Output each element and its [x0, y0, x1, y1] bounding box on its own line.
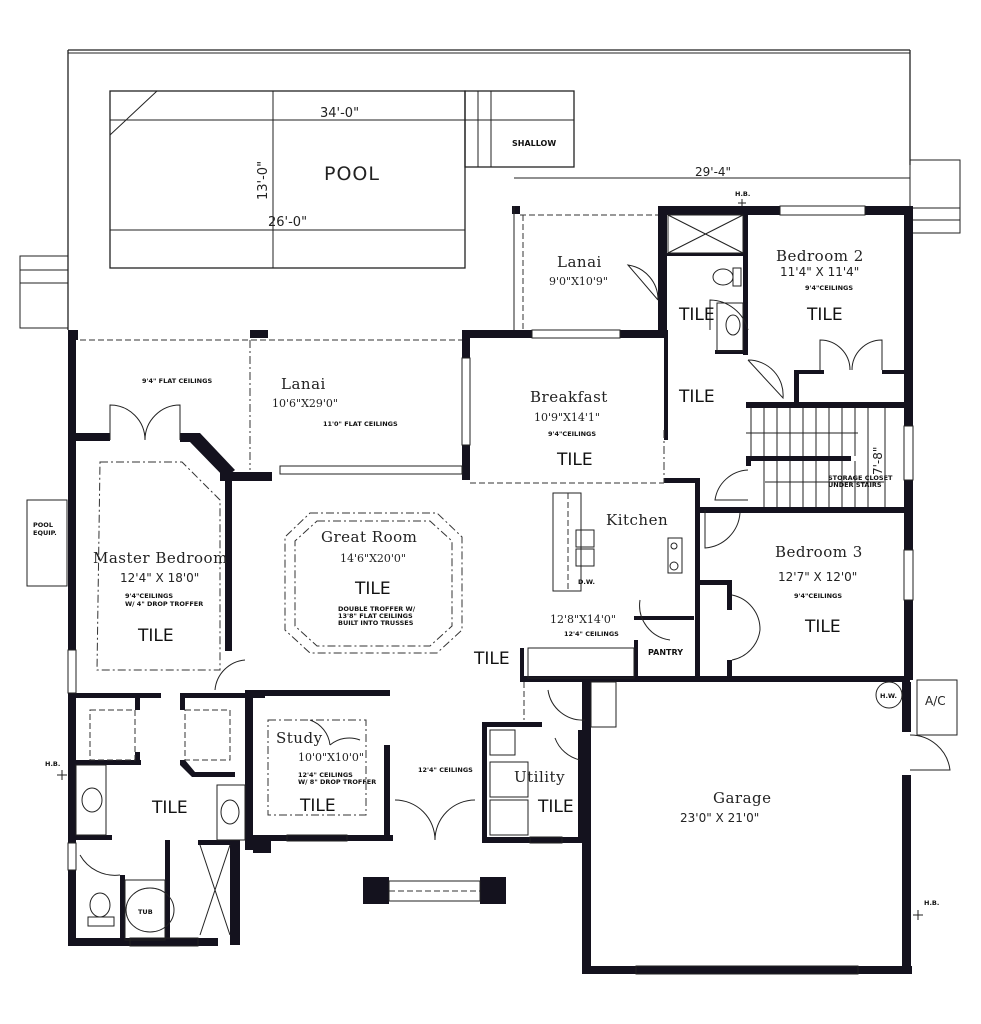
pantry-label: PANTRY	[648, 648, 683, 657]
study-ceiling-1: 12'4" CEILINGS	[298, 771, 353, 779]
breakfast-size: 10'9"X14'1"	[534, 411, 600, 424]
bedroom2-size: 11'4" X 11'4"	[780, 265, 859, 279]
stairs: 7'-8" STORAGE CLOSET UNDER STAIRS	[746, 408, 893, 507]
bedroom3-floor: TILE	[804, 617, 841, 637]
water-heater-label: H.W.	[880, 692, 897, 700]
hose-bib-label-top: H.B.	[735, 190, 750, 198]
pool-equipment: POOL EQUIP.	[26, 499, 68, 587]
great-room-name: Great Room	[321, 528, 417, 546]
overall-dim-29-4: 29'-4"	[695, 165, 731, 179]
tub-label: TUB	[138, 908, 153, 916]
pool-width-dim: 13'-0"	[256, 161, 271, 200]
ceiling-outlines	[80, 206, 665, 816]
garage-size: 23'0" X 21'0"	[680, 811, 759, 825]
breakfast-ceiling: 9'4"CEILINGS	[548, 430, 596, 438]
shallow-label: SHALLOW	[512, 139, 556, 148]
kitchen-name: Kitchen	[606, 511, 668, 529]
left-steps	[19, 255, 69, 329]
doors	[79, 264, 951, 876]
walls	[68, 206, 913, 974]
study-size: 10'0"X10'0"	[298, 751, 364, 764]
breakfast-floor: TILE	[556, 450, 593, 470]
utility-floor: TILE	[537, 797, 574, 817]
bedroom2-ceiling: 9'4"CEILINGS	[805, 284, 853, 292]
pool-length-dim: 34'-0"	[320, 106, 359, 121]
hall-floor: TILE	[678, 387, 715, 407]
hose-bib-label-right: H.B.	[924, 899, 939, 907]
pool-inner-length-dim: 26'-0"	[268, 215, 307, 230]
bedroom3-name: Bedroom 3	[775, 543, 863, 561]
master-floor: TILE	[137, 626, 174, 646]
pool-label: POOL	[324, 163, 380, 185]
lanai-small-name: Lanai	[557, 253, 602, 271]
pool: 34'-0" POOL 26'-0" 13'-0" SHALLOW	[109, 90, 575, 269]
ac-label: A/C	[925, 694, 946, 708]
storage-note-1: STORAGE CLOSET	[828, 474, 893, 482]
bedroom2-name: Bedroom 2	[776, 247, 864, 265]
lanai-left-ceiling: 9'4" FLAT CEILINGS	[142, 377, 212, 385]
master-bath-floor: TILE	[151, 798, 188, 818]
master-ceiling-2: W/ 4" DROP TROFFER	[125, 600, 203, 608]
great-room-floor: TILE	[354, 579, 391, 599]
lanai-main-name: Lanai	[281, 375, 326, 393]
kitchen-ceiling: 12'4" CEILINGS	[564, 630, 619, 638]
dishwasher-label: D.W.	[578, 578, 595, 586]
bedroom3-ceiling: 9'4"CEILINGS	[794, 592, 842, 600]
lanai-small-size: 9'0"X10'9"	[549, 275, 608, 288]
breakfast-name: Breakfast	[530, 388, 608, 406]
foyer-ceiling: 12'4" CEILINGS	[418, 766, 473, 774]
master-ceiling-1: 9'4"CEILINGS	[125, 592, 173, 600]
lanai-main-size: 10'6"X29'0"	[272, 397, 338, 410]
bedroom3-size: 12'7" X 12'0"	[778, 570, 857, 584]
bath2-floor: TILE	[678, 305, 715, 325]
great-room-size: 14'6"X20'0"	[340, 552, 406, 565]
great-room-note-1: DOUBLE TROFFER W/	[338, 605, 416, 613]
kitchen-size: 12'8"X14'0"	[550, 613, 616, 626]
pool-equip-label-2: EQUIP.	[33, 529, 57, 537]
pool-deck	[67, 49, 911, 330]
study-floor: TILE	[299, 796, 336, 816]
fixtures: D.W. TUB H.W. A/C	[75, 214, 958, 941]
room-labels: Lanai 9'0"X10'9" Bedroom 2 11'4" X 11'4"…	[93, 247, 864, 825]
study-name: Study	[276, 729, 323, 747]
study-ceiling-2: W/ 8" DROP TROFFER	[298, 778, 376, 786]
stairs-dim: 7'-8"	[871, 447, 885, 475]
great-room-note-3: BUILT INTO TRUSSES	[338, 619, 414, 627]
storage-note-2: UNDER STAIRS	[828, 481, 882, 489]
bedroom2-floor: TILE	[806, 305, 843, 325]
great-room-note-2: 13'8" FLAT CEILINGS	[338, 612, 413, 620]
garage-name: Garage	[713, 789, 772, 807]
windows	[67, 205, 914, 975]
master-name: Master Bedroom	[93, 549, 228, 567]
master-size: 12'4" X 18'0"	[120, 571, 199, 585]
lanai-main-ceiling: 11'0" FLAT CEILINGS	[323, 420, 398, 428]
pool-equip-label-1: POOL	[33, 521, 53, 529]
right-steps	[909, 159, 961, 234]
foyer-floor: TILE	[473, 649, 510, 669]
hose-bib-label-left: H.B.	[45, 760, 60, 768]
utility-name: Utility	[514, 768, 565, 786]
